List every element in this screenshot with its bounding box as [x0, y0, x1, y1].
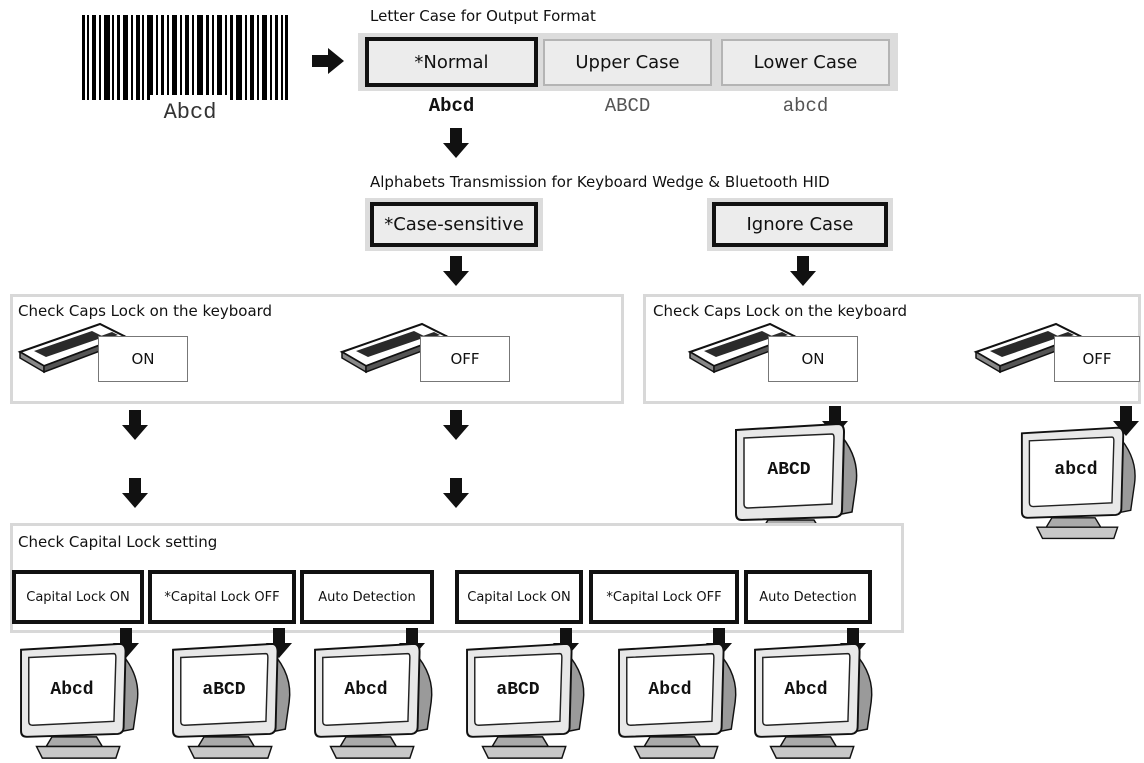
- ignore-on-result: ABCD: [767, 460, 811, 480]
- upper-example: ABCD: [604, 95, 651, 117]
- capital-lock-on-button[interactable]: Capital Lock ON: [455, 570, 583, 624]
- normal-case-button[interactable]: *Normal: [365, 37, 538, 87]
- normal-example: Abcd: [428, 95, 475, 117]
- capital-lock-off-button[interactable]: *Capital Lock OFF: [148, 570, 296, 624]
- caps-lock-left-title: Check Caps Lock on the keyboard: [18, 302, 273, 320]
- arrow-down-icon: [122, 410, 148, 440]
- result-text: Abcd: [344, 680, 388, 700]
- auto-detection-button[interactable]: Auto Detection: [300, 570, 434, 624]
- monitor-icon: [466, 642, 585, 759]
- auto-detection-button[interactable]: Auto Detection: [744, 570, 872, 624]
- monitor-icon: [735, 422, 858, 543]
- arrow-right-icon: [312, 48, 344, 74]
- result-text: Abcd: [648, 680, 692, 700]
- result-text: aBCD: [202, 680, 246, 700]
- result-text: aBCD: [496, 680, 540, 700]
- arrow-down-icon: [443, 410, 469, 440]
- monitor-icon: [314, 642, 433, 759]
- monitor-icon: [1020, 426, 1136, 540]
- caps-lock-left-off-label: OFF: [420, 336, 510, 382]
- caps-lock-right-on-label: ON: [768, 336, 858, 382]
- ignore-case-button[interactable]: Ignore Case: [712, 202, 888, 247]
- capital-lock-title: Check Capital Lock setting: [18, 533, 218, 551]
- alphabets-title: Alphabets Transmission for Keyboard Wedg…: [370, 173, 830, 191]
- barcode-caption-bg: [150, 95, 230, 125]
- arrow-down-icon: [790, 256, 816, 286]
- case-sensitive-button[interactable]: *Case-sensitive: [370, 202, 538, 247]
- upper-case-button[interactable]: Upper Case: [543, 39, 712, 86]
- result-text: Abcd: [784, 680, 828, 700]
- arrow-down-icon: [122, 478, 148, 508]
- barcode-image: [82, 15, 288, 100]
- letter-case-title: Letter Case for Output Format: [370, 7, 596, 25]
- monitor-icon: [754, 642, 873, 759]
- monitor-icon: [172, 642, 291, 759]
- lower-case-button[interactable]: Lower Case: [721, 39, 890, 86]
- result-text: Abcd: [50, 680, 94, 700]
- barcode-caption: Abcd: [163, 100, 217, 125]
- caps-lock-right-title: Check Caps Lock on the keyboard: [653, 302, 908, 320]
- caps-lock-right-off-label: OFF: [1054, 336, 1140, 382]
- arrow-down-icon: [443, 478, 469, 508]
- capital-lock-on-button[interactable]: Capital Lock ON: [12, 570, 144, 624]
- caps-lock-left-on-label: ON: [98, 336, 188, 382]
- monitor-icon: [20, 642, 139, 759]
- arrow-down-icon: [443, 256, 469, 286]
- ignore-off-result: abcd: [1054, 460, 1098, 480]
- capital-lock-off-button[interactable]: *Capital Lock OFF: [589, 570, 739, 624]
- arrow-down-icon: [443, 128, 469, 158]
- lower-example: abcd: [782, 95, 829, 117]
- monitor-icon: [618, 642, 737, 759]
